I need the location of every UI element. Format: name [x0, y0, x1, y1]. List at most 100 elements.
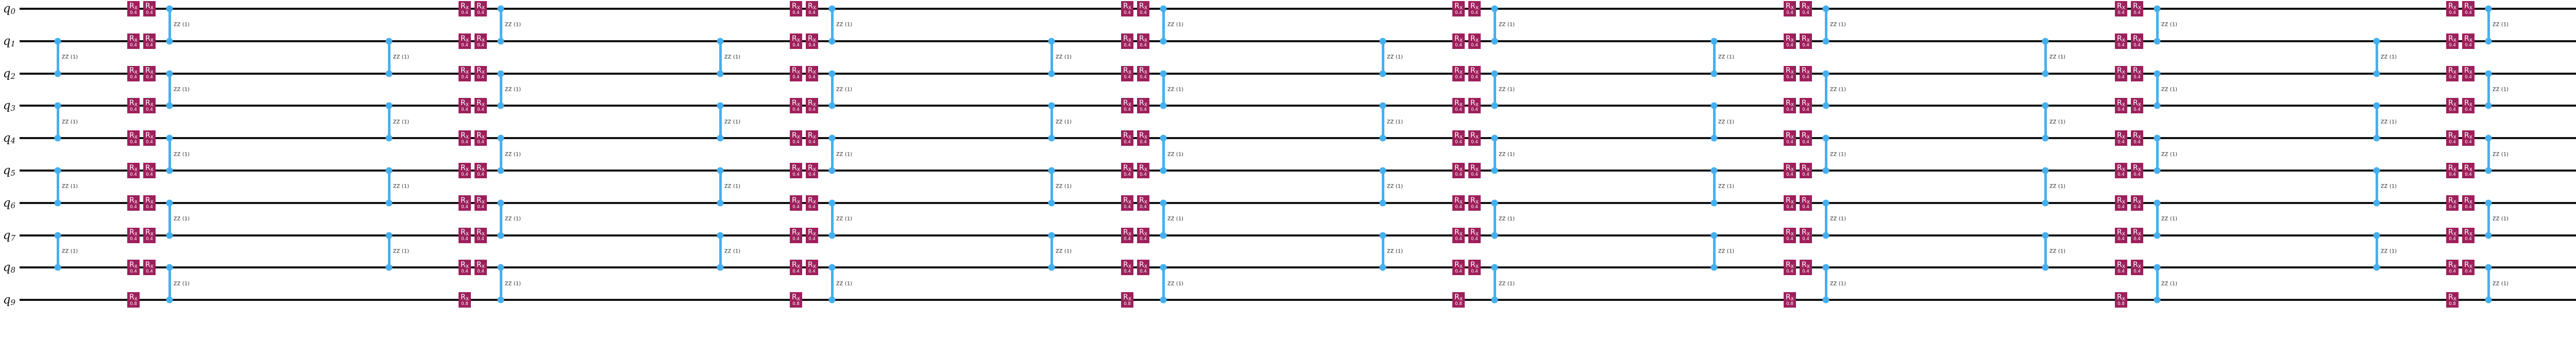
- zz-gate-node[interactable]: [1048, 134, 1055, 142]
- zz-gate-node[interactable]: [2042, 70, 2049, 77]
- zz-gate-node[interactable]: [54, 134, 61, 142]
- zz-gate-node[interactable]: [2373, 134, 2380, 142]
- zz-gate-node[interactable]: [2042, 38, 2049, 45]
- zz-gate-node[interactable]: [166, 199, 173, 207]
- zz-gate-node[interactable]: [1379, 102, 1386, 109]
- zz-gate-link[interactable]: [1824, 138, 1827, 171]
- zz-gate-node[interactable]: [1710, 134, 1718, 142]
- zz-gate-link[interactable]: [1493, 202, 1496, 235]
- zz-gate-link[interactable]: [1162, 267, 1165, 300]
- zz-gate-node[interactable]: [2373, 167, 2380, 174]
- zz-gate-link[interactable]: [2487, 9, 2490, 41]
- zz-gate-node[interactable]: [2042, 167, 2049, 174]
- zz-gate-node[interactable]: [1048, 199, 1055, 207]
- zz-gate-node[interactable]: [828, 296, 836, 303]
- zz-gate-node[interactable]: [717, 38, 724, 45]
- zz-gate-link[interactable]: [2044, 41, 2047, 74]
- zz-gate-node[interactable]: [385, 199, 393, 207]
- zz-gate-link[interactable]: [2156, 267, 2159, 300]
- zz-gate-node[interactable]: [385, 134, 393, 142]
- zz-gate-node[interactable]: [1491, 134, 1498, 142]
- zz-gate-node[interactable]: [1491, 264, 1498, 271]
- zz-gate-node[interactable]: [828, 134, 836, 142]
- zz-gate-node[interactable]: [1822, 102, 1829, 109]
- zz-gate-node[interactable]: [828, 70, 836, 77]
- zz-gate-link[interactable]: [1493, 267, 1496, 300]
- zz-gate-node[interactable]: [1160, 70, 1167, 77]
- zz-gate-node[interactable]: [1491, 38, 1498, 45]
- zz-gate-link[interactable]: [1162, 138, 1165, 171]
- zz-gate-node[interactable]: [166, 296, 173, 303]
- zz-gate-node[interactable]: [828, 5, 836, 12]
- zz-gate-link[interactable]: [387, 235, 391, 268]
- zz-gate-node[interactable]: [1048, 38, 1055, 45]
- zz-gate-link[interactable]: [56, 106, 59, 139]
- zz-gate-node[interactable]: [2373, 38, 2380, 45]
- zz-gate-node[interactable]: [1710, 70, 1718, 77]
- zz-gate-node[interactable]: [1160, 296, 1167, 303]
- zz-gate-node[interactable]: [2485, 264, 2492, 271]
- zz-gate-link[interactable]: [1493, 73, 1496, 106]
- zz-gate-node[interactable]: [166, 102, 173, 109]
- zz-gate-node[interactable]: [1491, 70, 1498, 77]
- zz-gate-link[interactable]: [1493, 9, 1496, 41]
- zz-gate-node[interactable]: [1822, 296, 1829, 303]
- zz-gate-node[interactable]: [2154, 199, 2161, 207]
- zz-gate-node[interactable]: [1710, 102, 1718, 109]
- zz-gate-link[interactable]: [2156, 73, 2159, 106]
- zz-gate-link[interactable]: [831, 202, 834, 235]
- zz-gate-node[interactable]: [717, 232, 724, 239]
- zz-gate-node[interactable]: [1160, 5, 1167, 12]
- zz-gate-node[interactable]: [2154, 296, 2161, 303]
- zz-gate-node[interactable]: [1710, 38, 1718, 45]
- zz-gate-node[interactable]: [2485, 296, 2492, 303]
- zz-gate-node[interactable]: [1379, 199, 1386, 207]
- zz-gate-link[interactable]: [56, 235, 59, 268]
- zz-gate-node[interactable]: [1710, 264, 1718, 271]
- zz-gate-node[interactable]: [717, 70, 724, 77]
- zz-gate-node[interactable]: [1160, 264, 1167, 271]
- zz-gate-link[interactable]: [719, 106, 722, 139]
- zz-gate-node[interactable]: [828, 167, 836, 174]
